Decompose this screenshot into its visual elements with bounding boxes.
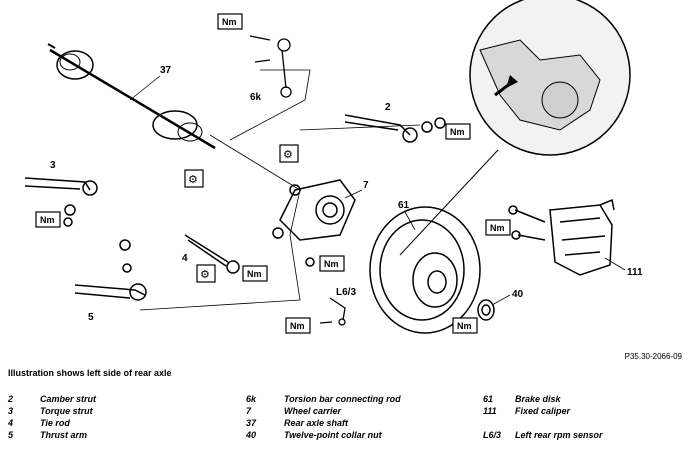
callout-7: 7 xyxy=(344,180,369,199)
svg-text:37: 37 xyxy=(160,65,172,76)
torque-box-tie-rod: Nm xyxy=(242,265,268,282)
torque-box-camber: Nm xyxy=(445,123,471,140)
special-tool-icon: ⚙ xyxy=(279,144,299,163)
svg-text:Nm: Nm xyxy=(290,321,305,331)
callout-61: 61 xyxy=(398,200,416,231)
torque-box-caliper: Nm xyxy=(485,219,511,236)
assembly-outline xyxy=(139,69,421,311)
svg-text:6k: 6k xyxy=(250,92,262,103)
callout-l6-3: L6/3 xyxy=(336,287,356,298)
svg-text:111: 111 xyxy=(627,267,643,278)
inset-detail xyxy=(399,0,631,256)
svg-text:Nm: Nm xyxy=(324,259,339,269)
callout-111: 111 xyxy=(604,257,643,278)
camber-strut xyxy=(344,114,446,143)
svg-text:Nm: Nm xyxy=(222,17,237,27)
torque-box-nut: Nm xyxy=(452,317,478,334)
wheel-carrier xyxy=(272,179,356,267)
svg-text:⚙: ⚙ xyxy=(188,173,198,186)
torque-box-top: Nm xyxy=(217,13,243,30)
figure-reference: P35.30-2066-09 xyxy=(624,352,682,361)
svg-text:⚙: ⚙ xyxy=(200,268,210,281)
torque-box-torque-strut: Nm xyxy=(35,211,61,228)
svg-text:Nm: Nm xyxy=(490,223,505,233)
svg-text:Nm: Nm xyxy=(450,127,465,137)
rpm-sensor xyxy=(319,297,346,326)
svg-text:7: 7 xyxy=(363,180,369,191)
callout-6k: 6k xyxy=(250,92,262,103)
callout-3: 3 xyxy=(50,160,56,171)
svg-text:40: 40 xyxy=(512,289,524,300)
svg-text:⚙: ⚙ xyxy=(283,148,293,161)
callout-40: 40 xyxy=(491,289,524,306)
special-tool-icon: ⚙ xyxy=(196,264,216,283)
svg-text:2: 2 xyxy=(385,102,391,113)
torque-strut xyxy=(24,177,98,227)
tie-rod xyxy=(184,234,240,274)
torsion-bar-connecting-rod xyxy=(249,35,292,98)
svg-text:Nm: Nm xyxy=(457,321,472,331)
svg-text:3: 3 xyxy=(50,160,56,171)
legend-item xyxy=(483,417,603,429)
svg-text:4: 4 xyxy=(182,253,188,264)
rear-axle-shaft xyxy=(47,43,216,150)
collar-nut xyxy=(477,299,495,321)
figure-caption: Illustration shows left side of rear axl… xyxy=(8,368,172,378)
svg-text:L6/3: L6/3 xyxy=(336,287,356,298)
fixed-caliper xyxy=(508,198,615,276)
brake-disk xyxy=(369,206,481,334)
rear-axle-exploded-diagram: 37 6k 2 3 7 61 4 5 40 111 L6/3 Nm Nm Nm … xyxy=(24,0,643,334)
special-tool-icon: ⚙ xyxy=(184,169,204,188)
svg-text:5: 5 xyxy=(88,312,94,323)
svg-text:Nm: Nm xyxy=(40,215,55,225)
callout-4: 4 xyxy=(182,253,188,264)
svg-text:61: 61 xyxy=(398,200,410,211)
thrust-arm xyxy=(74,239,147,301)
svg-text:Nm: Nm xyxy=(247,269,262,279)
torque-box-sensor: Nm xyxy=(285,317,311,334)
torque-box-carrier: Nm xyxy=(319,255,345,272)
callout-2: 2 xyxy=(385,102,391,113)
callout-37: 37 xyxy=(129,65,172,101)
callout-5: 5 xyxy=(88,312,94,323)
